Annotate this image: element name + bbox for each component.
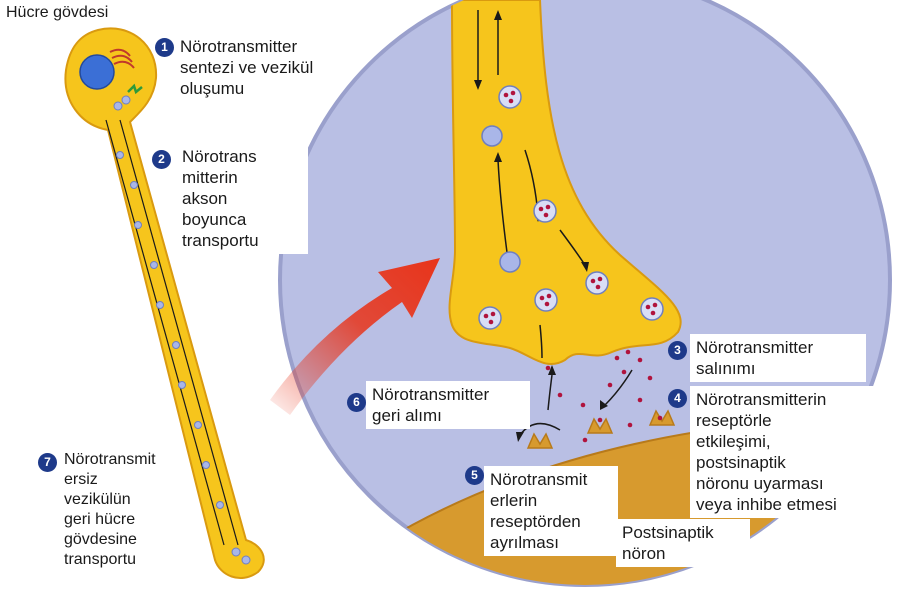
step-6-badge: 6 xyxy=(347,393,366,412)
step-5-badge: 5 xyxy=(465,466,484,485)
postsynaptic-neuron-label: Postsinaptik nöron xyxy=(616,519,750,567)
cell-nucleus xyxy=(80,55,114,89)
step-4-label: Nörotransmitterin reseptörle etkileşimi,… xyxy=(690,386,892,518)
step-6-label: Nörotransmitter geri alımı xyxy=(366,381,530,429)
step-7-badge: 7 xyxy=(38,453,57,472)
step-5-label: Nörotransmit erlerin reseptörden ayrılma… xyxy=(484,466,618,556)
step-1-badge: 1 xyxy=(155,38,174,57)
cell-body-label: Hücre gövdesi xyxy=(6,4,108,22)
step-4-badge: 4 xyxy=(668,389,687,408)
step-2-label: Nörotrans mitterin akson boyunca transpo… xyxy=(176,143,308,254)
step-3-badge: 3 xyxy=(668,341,687,360)
step-7-label: Nörotransmit ersiz vezikülün geri hücre … xyxy=(64,450,156,570)
step-3-label: Nörotransmitter salınımı xyxy=(690,334,866,382)
step-2-badge: 2 xyxy=(152,150,171,169)
step-1-label: Nörotransmitter sentezi ve vezikül oluşu… xyxy=(180,36,313,99)
